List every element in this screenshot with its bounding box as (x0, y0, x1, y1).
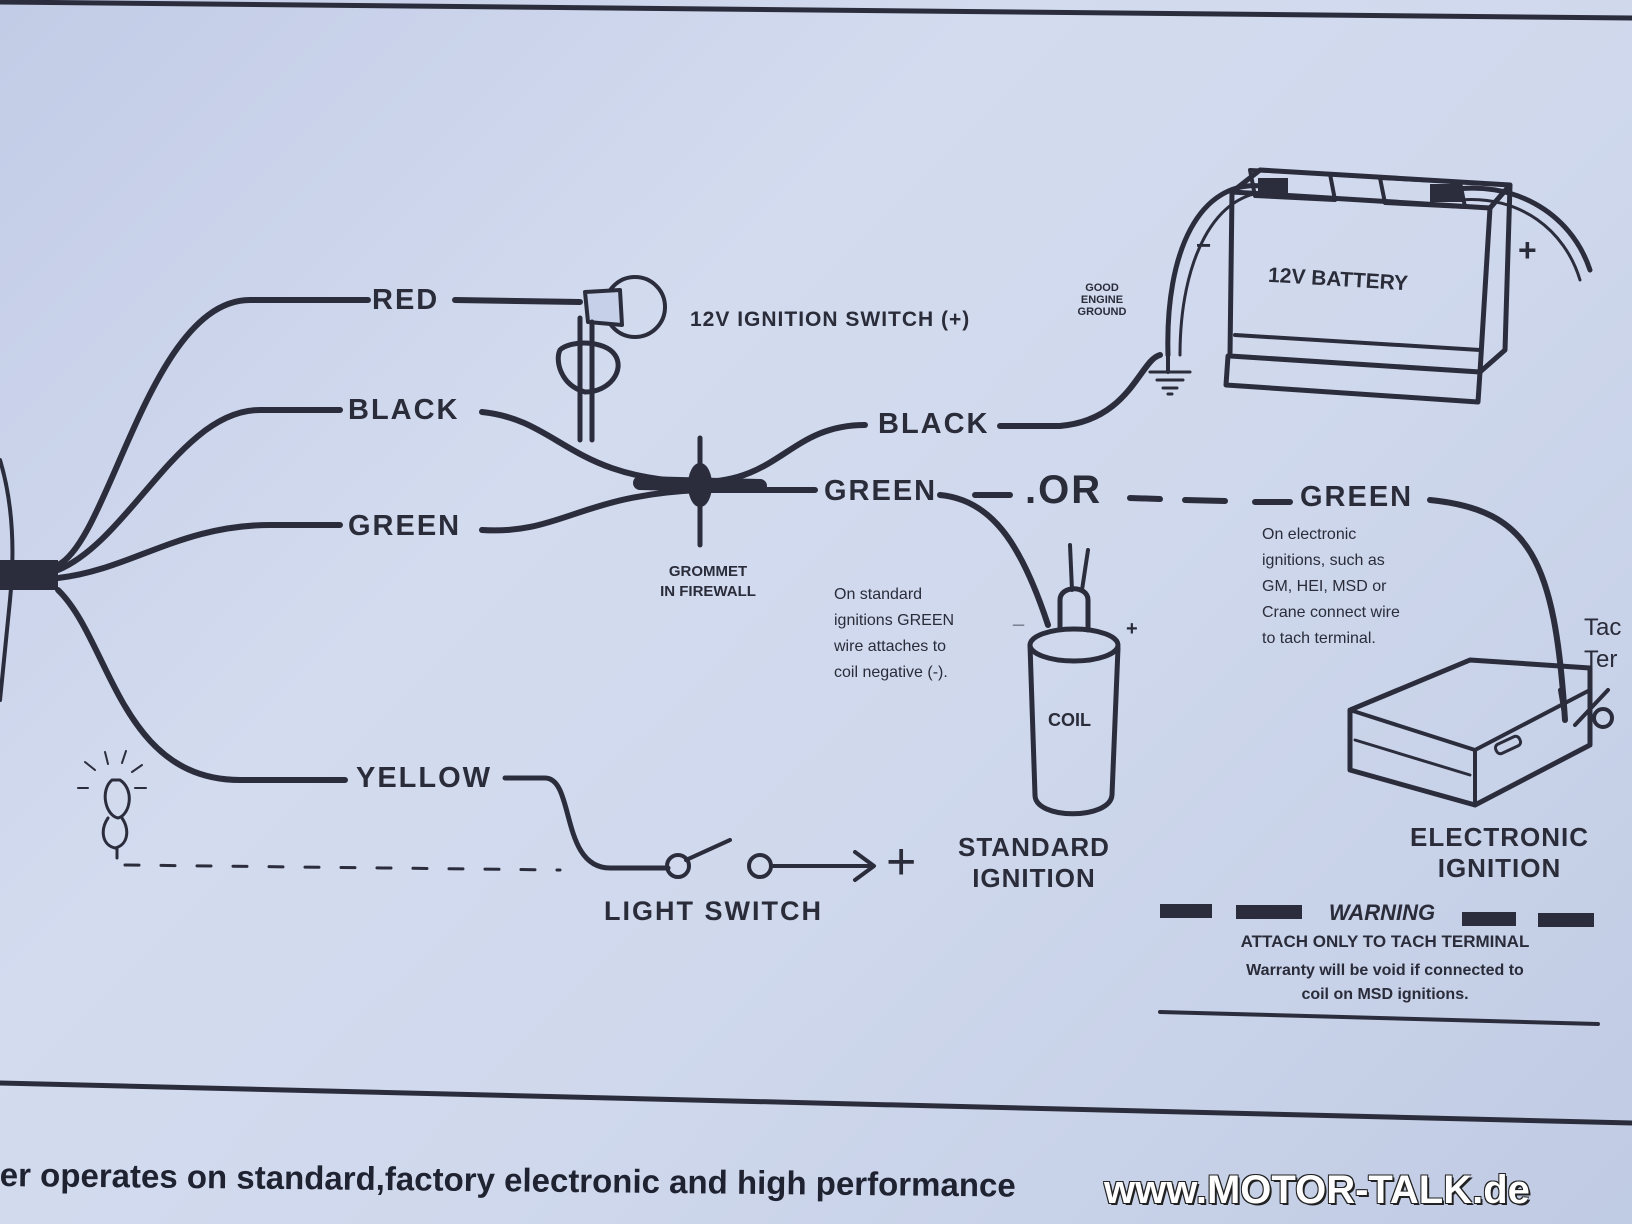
green-wire-label-right: GREEN (1300, 481, 1414, 513)
light-switch-contact-left (665, 853, 691, 879)
grommet-label: GROMMET IN FIREWALL (628, 562, 788, 602)
ground-label-line-2: ENGINE (1080, 294, 1124, 306)
standard-ignition-label: STANDARD IGNITION (958, 832, 1110, 894)
coil-minus-label: _ (1013, 606, 1025, 628)
or-label: .OR (1025, 468, 1103, 512)
ignition-switch-label: 12V IGNITION SWITCH (+) (690, 308, 971, 331)
battery-minus-label: − (1196, 230, 1212, 260)
green-wire-to-coil (937, 492, 1051, 628)
green-wire-to-electronic (1427, 497, 1568, 723)
warning-line-1: ATTACH ONLY TO TACH TERMINAL (1240, 932, 1530, 951)
standard-ignition-line-1: STANDARD (958, 832, 1110, 862)
black-wire-left (55, 407, 343, 573)
green-wire-mid (479, 487, 818, 534)
electronic-note-line-4: Crane connect wire (1262, 604, 1400, 621)
black-wire-label-right: BLACK (878, 408, 990, 440)
ground-label-line-1: GOOD (1085, 282, 1119, 294)
electronic-ignition-label: ELECTRONIC IGNITION (1410, 822, 1589, 884)
positive-plus-label: + (886, 833, 917, 891)
yellow-wire (55, 587, 348, 783)
green-wire-dash-or2 (1127, 495, 1293, 505)
tach-terminal-line-1: Tac (1584, 614, 1622, 641)
light-switch-contact-right (747, 853, 773, 879)
warning-bars (1160, 904, 1594, 927)
light-switch-lever (684, 838, 732, 862)
ignition-key-head (555, 340, 621, 395)
electronic-ignition-line-2: IGNITION (1437, 853, 1562, 883)
light-switch-arrow (770, 850, 876, 882)
coil-drawing (1027, 543, 1121, 817)
gauge-edge (0, 458, 15, 702)
warning-line-2: Warranty will be void if connected to (1246, 962, 1524, 979)
red-wire (55, 297, 371, 568)
electronic-ignition-box (1347, 657, 1614, 808)
battery-negative-cable (1165, 183, 1265, 358)
warning-line-3: coil on MSD ignitions. (1301, 986, 1469, 1003)
red-wire-label: RED (372, 284, 440, 316)
coil-label: COIL (1048, 710, 1091, 730)
electronic-note-line-3: GM, HEI, MSD or (1262, 578, 1387, 595)
black-wire-mid (479, 409, 868, 485)
battery-positive-cable (1447, 185, 1593, 273)
warning-rule (1158, 1010, 1600, 1026)
tach-terminal-label: Tac Ter (1584, 612, 1621, 676)
light-switch-label: LIGHT SWITCH (604, 896, 823, 926)
standard-note-line-2: ignitions GREEN (834, 612, 955, 629)
green-wire-label-left: GREEN (348, 510, 462, 542)
battery-negative-cable-2 (1178, 190, 1274, 357)
green-wire-label-middle: GREEN (824, 475, 938, 507)
electronic-note-line-1: On electronic (1262, 526, 1357, 543)
standard-note-line-1: On standard (834, 586, 923, 603)
ground-label-line-3: GROUND (1077, 306, 1127, 318)
motor-talk-watermark: www.MOTOR-TALK.de (1104, 1168, 1530, 1212)
yellow-wire-to-switch (502, 775, 671, 871)
yellow-wire-label: YELLOW (356, 762, 493, 794)
standard-note-line-3: wire attaches to (834, 638, 947, 655)
battery-positive-cable-2 (1458, 198, 1582, 282)
red-wire-to-switch (452, 297, 583, 305)
green-wire-left (55, 522, 343, 581)
electronic-ignition-line-1: ELECTRONIC (1410, 822, 1589, 852)
bulb-dashed-line (123, 863, 562, 872)
harness-connector (0, 560, 58, 590)
coil-plus-label: + (1126, 618, 1138, 640)
black-wire-to-ground (997, 352, 1163, 429)
battery-drawing (1223, 167, 1513, 405)
grommet-label-line-1: GROMMET (668, 563, 748, 580)
electronic-note-line-5: to tach terminal. (1262, 630, 1376, 647)
battery-plus-label: + (1518, 232, 1537, 268)
electronic-note-line-2: ignitions, such as (1262, 552, 1385, 569)
good-engine-ground-label: GOOD ENGINE GROUND (1060, 282, 1144, 318)
grommet-label-line-2: IN FIREWALL (660, 583, 756, 600)
black-wire-label-left: BLACK (348, 394, 460, 426)
standard-ignition-line-2: IGNITION (972, 863, 1096, 893)
standard-ignition-note: On standard ignitions GREEN wire attache… (834, 582, 954, 686)
ignition-switch-barrel (583, 288, 624, 327)
electronic-ignition-note: On electronic ignitions, such as GM, HEI… (1262, 522, 1400, 652)
top-border-line (0, 0, 1632, 21)
tach-terminal-line-2: Ter (1584, 646, 1618, 673)
grommet-bundle (633, 476, 767, 493)
standard-note-line-4: coil negative (-). (834, 664, 948, 681)
dash-bulb-drawing (77, 750, 147, 860)
bottom-border-line (0, 1080, 1632, 1126)
ground-symbol (1148, 353, 1192, 396)
warning-title: WARNING (1328, 900, 1436, 925)
